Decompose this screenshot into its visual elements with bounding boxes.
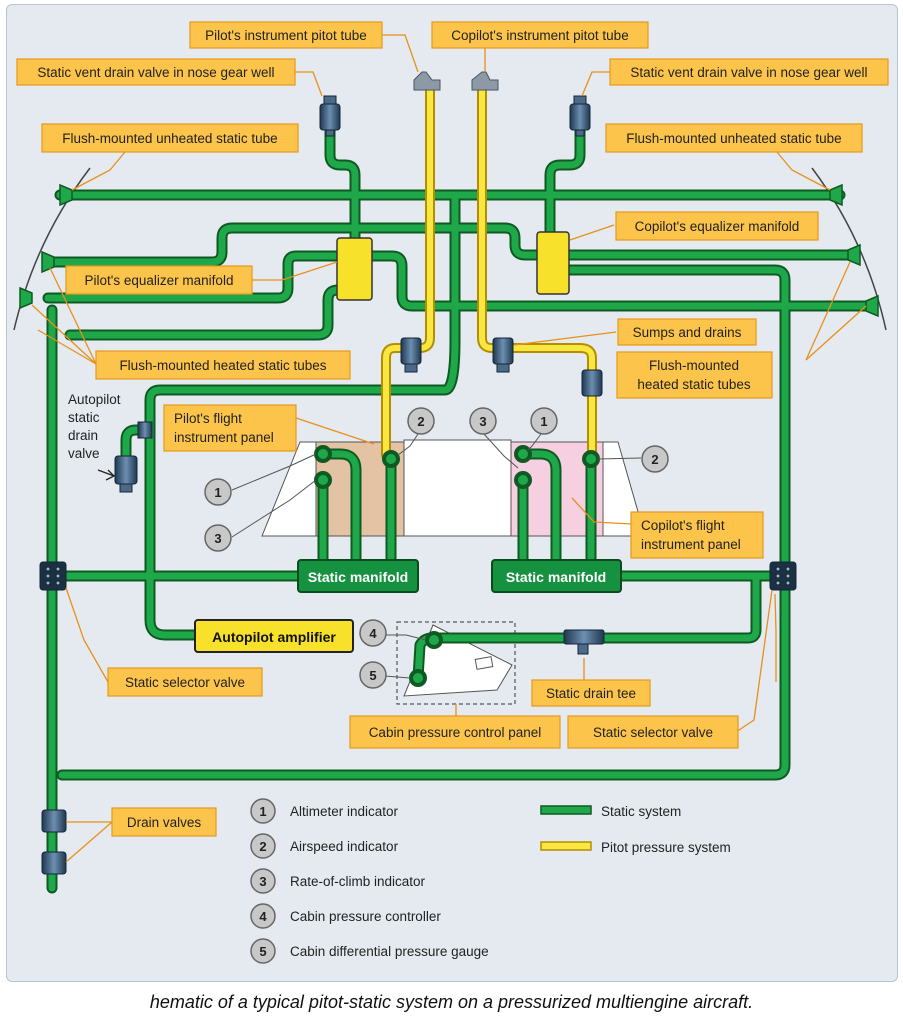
svg-text:Autopilot amplifier: Autopilot amplifier bbox=[212, 629, 336, 645]
legend-static-label: Static system bbox=[601, 804, 681, 819]
center-instrument-panel bbox=[403, 439, 512, 537]
pilot-equalizer-manifold bbox=[336, 237, 373, 301]
legend-cabin-gauge: Cabin differential pressure gauge bbox=[290, 944, 489, 959]
legend-cabin-controller: Cabin pressure controller bbox=[290, 909, 441, 924]
svg-text:static: static bbox=[68, 410, 100, 425]
pilot-pitot-tube-icon bbox=[413, 71, 441, 91]
copilot-equalizer-manifold bbox=[536, 231, 570, 295]
callout-static-selector-left: Static selector valve bbox=[125, 675, 245, 690]
callout-copilot-panel-line2: instrument panel bbox=[641, 537, 741, 552]
legend-static-swatch bbox=[540, 805, 592, 815]
marker-3-copilot: 3 bbox=[479, 414, 486, 429]
callout-static-drain-tee: Static drain tee bbox=[546, 686, 636, 701]
static-selector-valve-left-icon bbox=[39, 561, 67, 591]
marker-1-copilot: 1 bbox=[540, 414, 547, 429]
static-port-icon bbox=[847, 243, 861, 267]
legend-pitot-swatch bbox=[540, 841, 592, 851]
callout-flush-heated-right-line2: heated static tubes bbox=[637, 377, 751, 392]
static-port-icon bbox=[865, 294, 879, 318]
callout-copilot-equalizer: Copilot's equalizer manifold bbox=[635, 219, 800, 234]
svg-text:1: 1 bbox=[259, 804, 266, 819]
legend-altimeter: Altimeter indicator bbox=[290, 804, 399, 819]
autopilot-drain-label: Autopilot static drain valve bbox=[68, 392, 121, 461]
static-manifold-right: Static manifold bbox=[491, 559, 622, 593]
instrument-connections bbox=[314, 445, 600, 687]
marker-2-copilot: 2 bbox=[651, 452, 658, 467]
marker-4-cabin: 4 bbox=[369, 626, 377, 641]
drain-valves bbox=[39, 95, 797, 875]
callout-flush-heated-left: Flush-mounted heated static tubes bbox=[119, 358, 326, 373]
callout-flush-unheated-left: Flush-mounted unheated static tube bbox=[62, 131, 277, 146]
svg-text:Static manifold: Static manifold bbox=[308, 569, 408, 585]
callout-flush-unheated-right: Flush-mounted unheated static tube bbox=[626, 131, 841, 146]
marker-5-cabin: 5 bbox=[369, 668, 376, 683]
static-system-tubes bbox=[42, 99, 871, 894]
leader-lines bbox=[31, 34, 867, 863]
autopilot-drain-arrow bbox=[97, 469, 116, 481]
svg-text:3: 3 bbox=[259, 874, 266, 889]
svg-text:4: 4 bbox=[259, 909, 267, 924]
legend-instruments: 1 2 3 4 5 Altimeter indicator Airspeed i… bbox=[250, 798, 489, 964]
svg-text:Static manifold: Static manifold bbox=[506, 569, 606, 585]
callout-copilot-pitot: Copilot's instrument pitot tube bbox=[451, 28, 628, 43]
marker-3-pilot: 3 bbox=[214, 531, 221, 546]
static-port-icon bbox=[41, 250, 55, 274]
legend-rate-of-climb: Rate-of-climb indicator bbox=[290, 874, 426, 889]
instrument-markers: 1 3 2 3 1 2 4 5 bbox=[204, 407, 669, 689]
static-vent-drain-valve-right-icon bbox=[569, 95, 591, 137]
callouts: Pilot's instrument pitot tube Copilot's … bbox=[16, 21, 889, 837]
callout-drain-valves: Drain valves bbox=[127, 815, 202, 830]
static-port-icon bbox=[829, 183, 843, 207]
callout-copilot-panel-line1: Copilot's flight bbox=[641, 518, 725, 533]
svg-text:2: 2 bbox=[259, 839, 266, 854]
callout-pilot-panel-line1: Pilot's flight bbox=[174, 411, 242, 426]
callout-cabin-panel: Cabin pressure control panel bbox=[369, 725, 542, 740]
callout-sumps-drains: Sumps and drains bbox=[633, 325, 742, 340]
marker-1-pilot: 1 bbox=[214, 485, 221, 500]
sump-right-icon bbox=[492, 337, 514, 373]
callout-pilot-equalizer: Pilot's equalizer manifold bbox=[85, 273, 234, 288]
svg-text:Autopilot: Autopilot bbox=[68, 392, 121, 407]
static-port-icon bbox=[59, 183, 73, 207]
static-manifold-left: Static manifold bbox=[297, 559, 419, 593]
flush-static-ports bbox=[19, 183, 879, 318]
pitot-static-diagram: Static manifold Static manifold Autopilo… bbox=[13, 21, 889, 964]
static-vent-drain-valve-left-icon bbox=[319, 95, 341, 137]
autopilot-amplifier: Autopilot amplifier bbox=[194, 619, 354, 653]
callout-static-selector-right: Static selector valve bbox=[593, 725, 713, 740]
svg-text:valve: valve bbox=[68, 446, 100, 461]
autopilot-drain-valve-icon bbox=[114, 455, 138, 493]
callout-pilot-panel-line2: instrument panel bbox=[174, 430, 274, 445]
marker-2-pilot: 2 bbox=[417, 414, 424, 429]
callout-pilot-pitot: Pilot's instrument pitot tube bbox=[205, 28, 367, 43]
callout-static-vent-right: Static vent drain valve in nose gear wel… bbox=[630, 65, 867, 80]
legend-airspeed: Airspeed indicator bbox=[290, 839, 399, 854]
static-drain-tee-icon bbox=[563, 629, 605, 655]
static-port-icon bbox=[19, 286, 33, 310]
sump-left-icon bbox=[400, 337, 422, 373]
legend-pitot-label: Pitot pressure system bbox=[601, 840, 731, 855]
figure-caption: hematic of a typical pitot-static system… bbox=[149, 992, 754, 1012]
static-selector-valve-right-icon bbox=[769, 561, 797, 591]
copilot-pitot-tube-icon bbox=[471, 71, 499, 91]
pitot-drain-right-icon bbox=[581, 369, 603, 397]
callout-flush-heated-right-line1: Flush-mounted bbox=[649, 358, 739, 373]
callout-static-vent-left: Static vent drain valve in nose gear wel… bbox=[37, 65, 274, 80]
svg-text:5: 5 bbox=[259, 944, 266, 959]
autopilot-tee-icon bbox=[137, 421, 153, 439]
svg-text:drain: drain bbox=[68, 428, 98, 443]
drain-valve-upper-icon bbox=[41, 809, 67, 833]
drain-valve-lower-icon bbox=[41, 851, 67, 875]
legend-systems: Static system Pitot pressure system bbox=[540, 804, 731, 855]
pitot-tube-heads bbox=[413, 71, 499, 91]
